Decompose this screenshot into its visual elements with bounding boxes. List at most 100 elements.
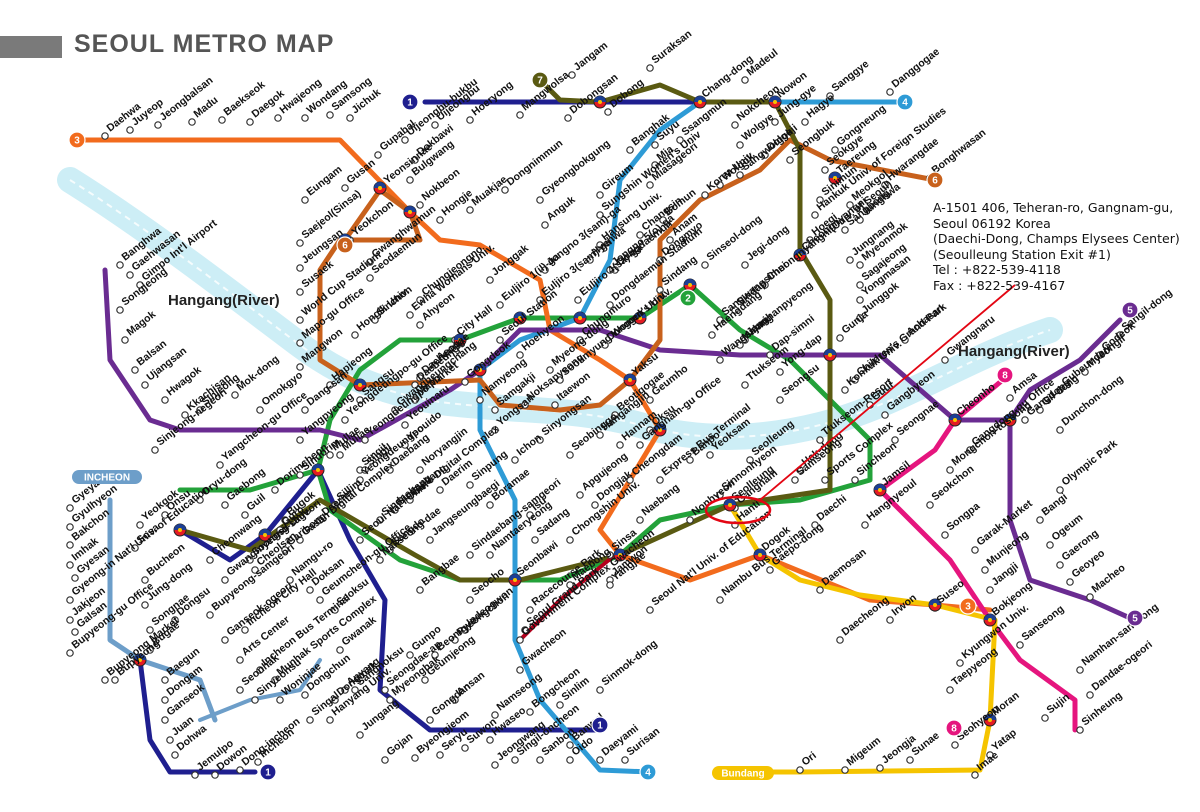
- station-marker[interactable]: [971, 771, 979, 779]
- station-marker[interactable]: [1086, 691, 1094, 699]
- station-marker[interactable]: [151, 446, 159, 454]
- station-marker[interactable]: [536, 296, 544, 304]
- station-marker[interactable]: [181, 411, 189, 419]
- station-marker[interactable]: [541, 266, 549, 274]
- station-marker[interactable]: [946, 466, 954, 474]
- station-label[interactable]: Suraksan: [649, 28, 694, 67]
- station-marker[interactable]: [374, 151, 382, 159]
- station-marker[interactable]: [461, 744, 469, 752]
- station-marker[interactable]: [656, 286, 664, 294]
- station-marker[interactable]: [496, 301, 504, 309]
- station-marker[interactable]: [236, 686, 244, 694]
- station-marker[interactable]: [296, 536, 304, 544]
- station-marker[interactable]: [786, 156, 794, 164]
- station-marker[interactable]: [566, 536, 574, 544]
- station-marker[interactable]: [66, 523, 74, 531]
- station-marker[interactable]: [521, 626, 529, 634]
- station-marker[interactable]: [986, 751, 994, 759]
- station-marker[interactable]: [171, 751, 179, 759]
- station-marker[interactable]: [626, 476, 634, 484]
- station-marker[interactable]: [1036, 406, 1044, 414]
- station-label[interactable]: Anguk: [544, 194, 577, 224]
- station-marker[interactable]: [1056, 386, 1064, 394]
- station-marker[interactable]: [341, 184, 349, 192]
- station-marker[interactable]: [451, 696, 459, 704]
- station-label[interactable]: Naebang: [639, 482, 681, 519]
- station-marker[interactable]: [188, 118, 196, 126]
- station-marker[interactable]: [191, 771, 199, 779]
- station-label[interactable]: Migeum: [844, 734, 883, 768]
- station-marker[interactable]: [576, 336, 584, 344]
- station-marker[interactable]: [336, 451, 344, 459]
- line-badge[interactable]: [591, 716, 609, 734]
- station-marker[interactable]: [466, 551, 474, 559]
- station-marker[interactable]: [636, 441, 644, 449]
- station-marker[interactable]: [411, 754, 419, 762]
- station-marker[interactable]: [411, 396, 419, 404]
- station-marker[interactable]: [221, 636, 229, 644]
- station-label[interactable]: Dobongsan: [567, 71, 620, 116]
- station-marker[interactable]: [241, 511, 249, 519]
- station-marker[interactable]: [206, 556, 214, 564]
- station-marker[interactable]: [161, 511, 169, 519]
- station-marker[interactable]: [776, 396, 784, 404]
- station-label[interactable]: Guil: [244, 491, 268, 513]
- station-marker[interactable]: [626, 146, 634, 154]
- station-marker[interactable]: [531, 536, 539, 544]
- station-marker[interactable]: [841, 766, 849, 774]
- station-marker[interactable]: [171, 616, 179, 624]
- station-marker[interactable]: [301, 691, 309, 699]
- station-marker[interactable]: [881, 411, 889, 419]
- station-marker[interactable]: [646, 181, 654, 189]
- station-marker[interactable]: [66, 561, 74, 569]
- station-marker[interactable]: [564, 114, 572, 122]
- station-marker[interactable]: [391, 406, 399, 414]
- station-marker[interactable]: [551, 401, 559, 409]
- station-marker[interactable]: [276, 696, 284, 704]
- station-marker[interactable]: [886, 616, 894, 624]
- station-marker[interactable]: [141, 381, 149, 389]
- station-marker[interactable]: [806, 236, 814, 244]
- station-marker[interactable]: [1006, 394, 1014, 402]
- station-marker[interactable]: [496, 336, 504, 344]
- line-badge[interactable]: [959, 597, 977, 615]
- station-marker[interactable]: [296, 239, 304, 247]
- station-marker[interactable]: [596, 686, 604, 694]
- station-marker[interactable]: [326, 451, 334, 459]
- station-marker[interactable]: [521, 401, 529, 409]
- station-marker[interactable]: [1056, 486, 1064, 494]
- station-marker[interactable]: [951, 741, 959, 749]
- station-marker[interactable]: [741, 261, 749, 269]
- station-marker[interactable]: [801, 118, 809, 126]
- station-marker[interactable]: [256, 406, 264, 414]
- station-marker[interactable]: [436, 486, 444, 494]
- station-marker[interactable]: [381, 686, 389, 694]
- station-marker[interactable]: [856, 261, 864, 269]
- station-label[interactable]: Sanggye: [829, 58, 871, 94]
- station-marker[interactable]: [556, 701, 564, 709]
- station-marker[interactable]: [116, 306, 124, 314]
- station-marker[interactable]: [296, 288, 304, 296]
- station-marker[interactable]: [886, 88, 894, 96]
- station-marker[interactable]: [231, 391, 239, 399]
- station-marker[interactable]: [736, 171, 744, 179]
- station-marker[interactable]: [716, 596, 724, 604]
- station-marker[interactable]: [316, 516, 324, 524]
- station-marker[interactable]: [876, 764, 884, 772]
- station-marker[interactable]: [401, 136, 409, 144]
- station-marker[interactable]: [651, 141, 659, 149]
- station-marker[interactable]: [461, 626, 469, 634]
- station-marker[interactable]: [431, 651, 439, 659]
- station-marker[interactable]: [851, 476, 859, 484]
- station-marker[interactable]: [306, 716, 314, 724]
- station-marker[interactable]: [276, 526, 284, 534]
- station-marker[interactable]: [351, 686, 359, 694]
- station-marker[interactable]: [274, 114, 282, 122]
- station-marker[interactable]: [66, 649, 74, 657]
- station-marker[interactable]: [301, 406, 309, 414]
- station-marker[interactable]: [616, 441, 624, 449]
- station-marker[interactable]: [426, 716, 434, 724]
- station-label[interactable]: Cheonho: [954, 381, 997, 418]
- station-marker[interactable]: [574, 296, 582, 304]
